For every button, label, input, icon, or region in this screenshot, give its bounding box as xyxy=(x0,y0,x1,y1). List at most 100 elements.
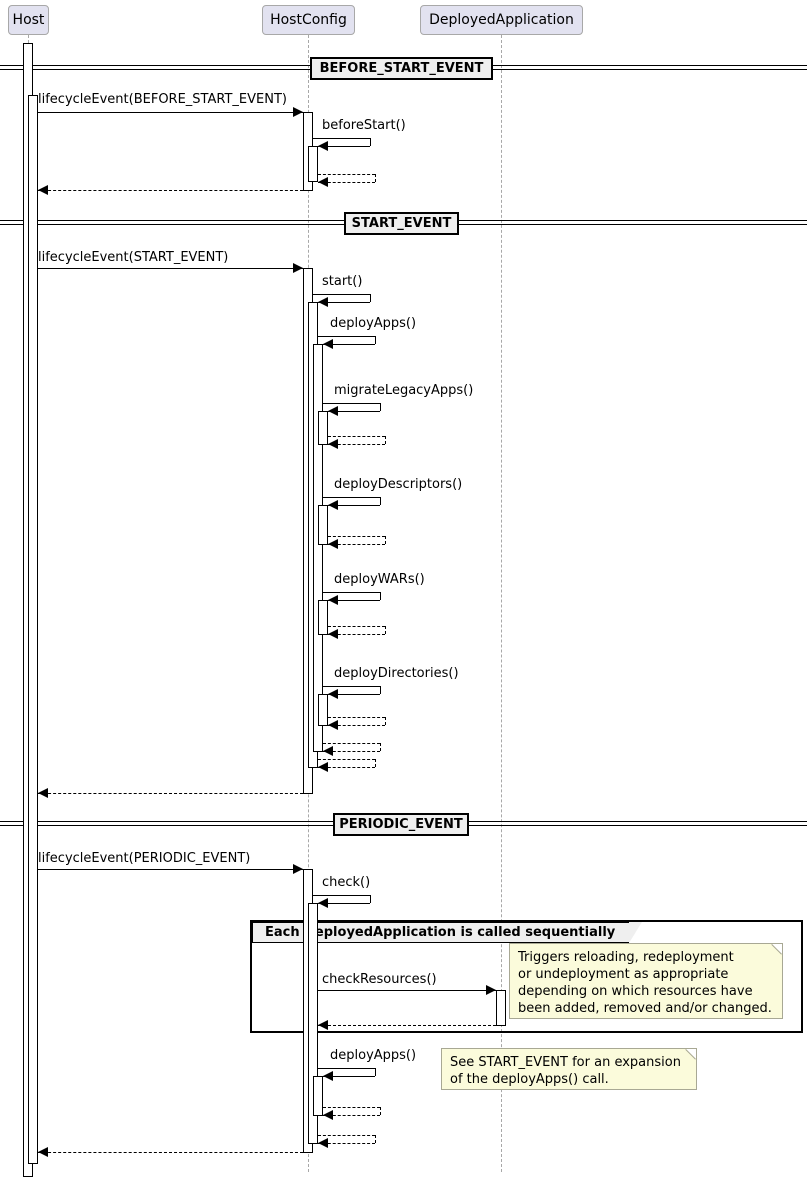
message-line-m2-out xyxy=(313,138,370,139)
message-line-m2-back xyxy=(318,146,370,147)
message-arrowhead-m2 xyxy=(318,141,328,151)
participant-deployedapplication[interactable]: DeployedApplication xyxy=(420,5,583,35)
participant-hostconfig[interactable]: HostConfig xyxy=(262,5,355,35)
message-label-m12: deployWARs() xyxy=(334,572,425,587)
message-line-m21 xyxy=(318,990,496,991)
message-label-m8: migrateLegacyApps() xyxy=(334,383,474,398)
message-arrowhead-m12 xyxy=(328,595,338,605)
message-vert-m16 xyxy=(380,743,381,751)
message-arrowhead-m6 xyxy=(318,297,328,307)
message-vert-m6 xyxy=(370,294,371,302)
message-line-m20-back xyxy=(318,903,370,904)
message-vert-m11 xyxy=(385,536,386,544)
message-arrowhead-m24 xyxy=(323,1110,333,1120)
activation-bar-a-hc-2-s2 xyxy=(313,344,323,752)
message-label-m20: check() xyxy=(322,875,371,890)
message-line-m15-out xyxy=(328,717,385,718)
note-deploy-apps-fold xyxy=(686,1049,696,1059)
message-arrowhead-m15 xyxy=(328,720,338,730)
message-line-m9-back xyxy=(328,444,385,445)
message-arrowhead-m1 xyxy=(293,107,303,117)
message-line-m11-back xyxy=(328,544,385,545)
message-arrowhead-m9 xyxy=(328,439,338,449)
message-line-m6-back xyxy=(318,302,370,303)
note-deploy-apps: See START_EVENT for an expansion of the … xyxy=(441,1048,697,1090)
message-arrowhead-m20 xyxy=(318,898,328,908)
divider-label-start-event: START_EVENT xyxy=(344,212,459,235)
divider-label-periodic-event: PERIODIC_EVENT xyxy=(333,813,469,836)
message-vert-m2 xyxy=(370,138,371,146)
message-vert-m25 xyxy=(375,1135,376,1143)
message-line-m11-out xyxy=(328,536,385,537)
message-arrowhead-m3 xyxy=(318,177,328,187)
message-line-m10-back xyxy=(328,505,380,506)
message-label-m5: lifecycleEvent(START_EVENT) xyxy=(38,250,229,265)
message-vert-m7 xyxy=(375,336,376,344)
message-arrowhead-m5 xyxy=(293,263,303,273)
message-arrowhead-m13 xyxy=(328,629,338,639)
message-vert-m20 xyxy=(370,895,371,903)
message-line-m18 xyxy=(38,793,303,794)
message-arrowhead-m25 xyxy=(318,1138,328,1148)
message-vert-m3 xyxy=(375,174,376,182)
message-line-m12-out xyxy=(323,592,380,593)
message-line-m25-back xyxy=(318,1143,375,1144)
message-vert-m14 xyxy=(380,686,381,694)
message-line-m1 xyxy=(38,112,303,113)
message-line-m16-out xyxy=(323,743,380,744)
activation-bar-a-hc-2-s3c xyxy=(318,600,328,635)
message-line-m24-back xyxy=(323,1115,380,1116)
note-check-resources-fold xyxy=(772,944,782,954)
message-line-m13-out xyxy=(328,626,385,627)
message-line-m13-back xyxy=(328,634,385,635)
message-arrowhead-m19 xyxy=(293,864,303,874)
message-vert-m9 xyxy=(385,436,386,444)
message-line-m23-out xyxy=(318,1068,375,1069)
group-label-loop-each-deployed-application: Each DeployedApplication is called seque… xyxy=(252,922,642,943)
message-label-m19: lifecycleEvent(PERIODIC_EVENT) xyxy=(38,851,251,866)
message-line-m7-out xyxy=(318,336,375,337)
message-line-m7-back xyxy=(323,344,375,345)
message-arrowhead-m10 xyxy=(328,500,338,510)
message-line-m16-back xyxy=(323,751,380,752)
message-arrowhead-m26 xyxy=(38,1147,48,1157)
activation-bar-a-hc-3-s2 xyxy=(313,1076,323,1116)
message-label-m2: beforeStart() xyxy=(322,118,406,133)
activation-bar-a-hc-3-s1 xyxy=(308,903,318,1144)
message-arrowhead-m17 xyxy=(318,762,328,772)
group-tab-corner-loop-each-deployed-application xyxy=(629,922,642,943)
message-label-m14: deployDirectories() xyxy=(334,666,459,681)
activation-bar-a-da-1 xyxy=(496,990,506,1026)
message-arrowhead-m11 xyxy=(328,539,338,549)
message-vert-m13 xyxy=(385,626,386,634)
message-vert-m10 xyxy=(380,497,381,505)
lifeline-deployedapplication xyxy=(501,35,502,1172)
group-frame-loop-each-deployed-application xyxy=(250,920,803,1033)
message-line-m14-back xyxy=(328,694,380,695)
participant-host[interactable]: Host xyxy=(8,5,49,35)
message-label-m21: checkResources() xyxy=(322,972,437,987)
message-arrowhead-m22 xyxy=(318,1020,328,1030)
message-vert-m12 xyxy=(380,592,381,600)
message-line-m14-out xyxy=(323,686,380,687)
message-arrowhead-m8 xyxy=(328,406,338,416)
message-line-m8-out xyxy=(323,403,380,404)
message-line-m12-back xyxy=(328,600,380,601)
activation-bar-a-hc-2-s3d xyxy=(318,694,328,726)
message-line-m4 xyxy=(38,190,303,191)
message-line-m5 xyxy=(38,268,303,269)
message-line-m3-back xyxy=(318,182,375,183)
divider-label-before-start-event: BEFORE_START_EVENT xyxy=(310,57,493,80)
message-line-m26 xyxy=(38,1152,303,1153)
message-line-m22 xyxy=(318,1025,496,1026)
message-label-m10: deployDescriptors() xyxy=(334,477,463,492)
message-line-m3-out xyxy=(318,174,375,175)
message-line-m6-out xyxy=(313,294,370,295)
message-line-m25-out xyxy=(318,1135,375,1136)
message-arrowhead-m21 xyxy=(486,985,496,995)
message-arrowhead-m23 xyxy=(323,1071,333,1081)
message-line-m17-out xyxy=(318,759,375,760)
message-arrowhead-m7 xyxy=(323,339,333,349)
message-label-m6: start() xyxy=(322,274,363,289)
message-label-m7: deployApps() xyxy=(330,316,417,331)
